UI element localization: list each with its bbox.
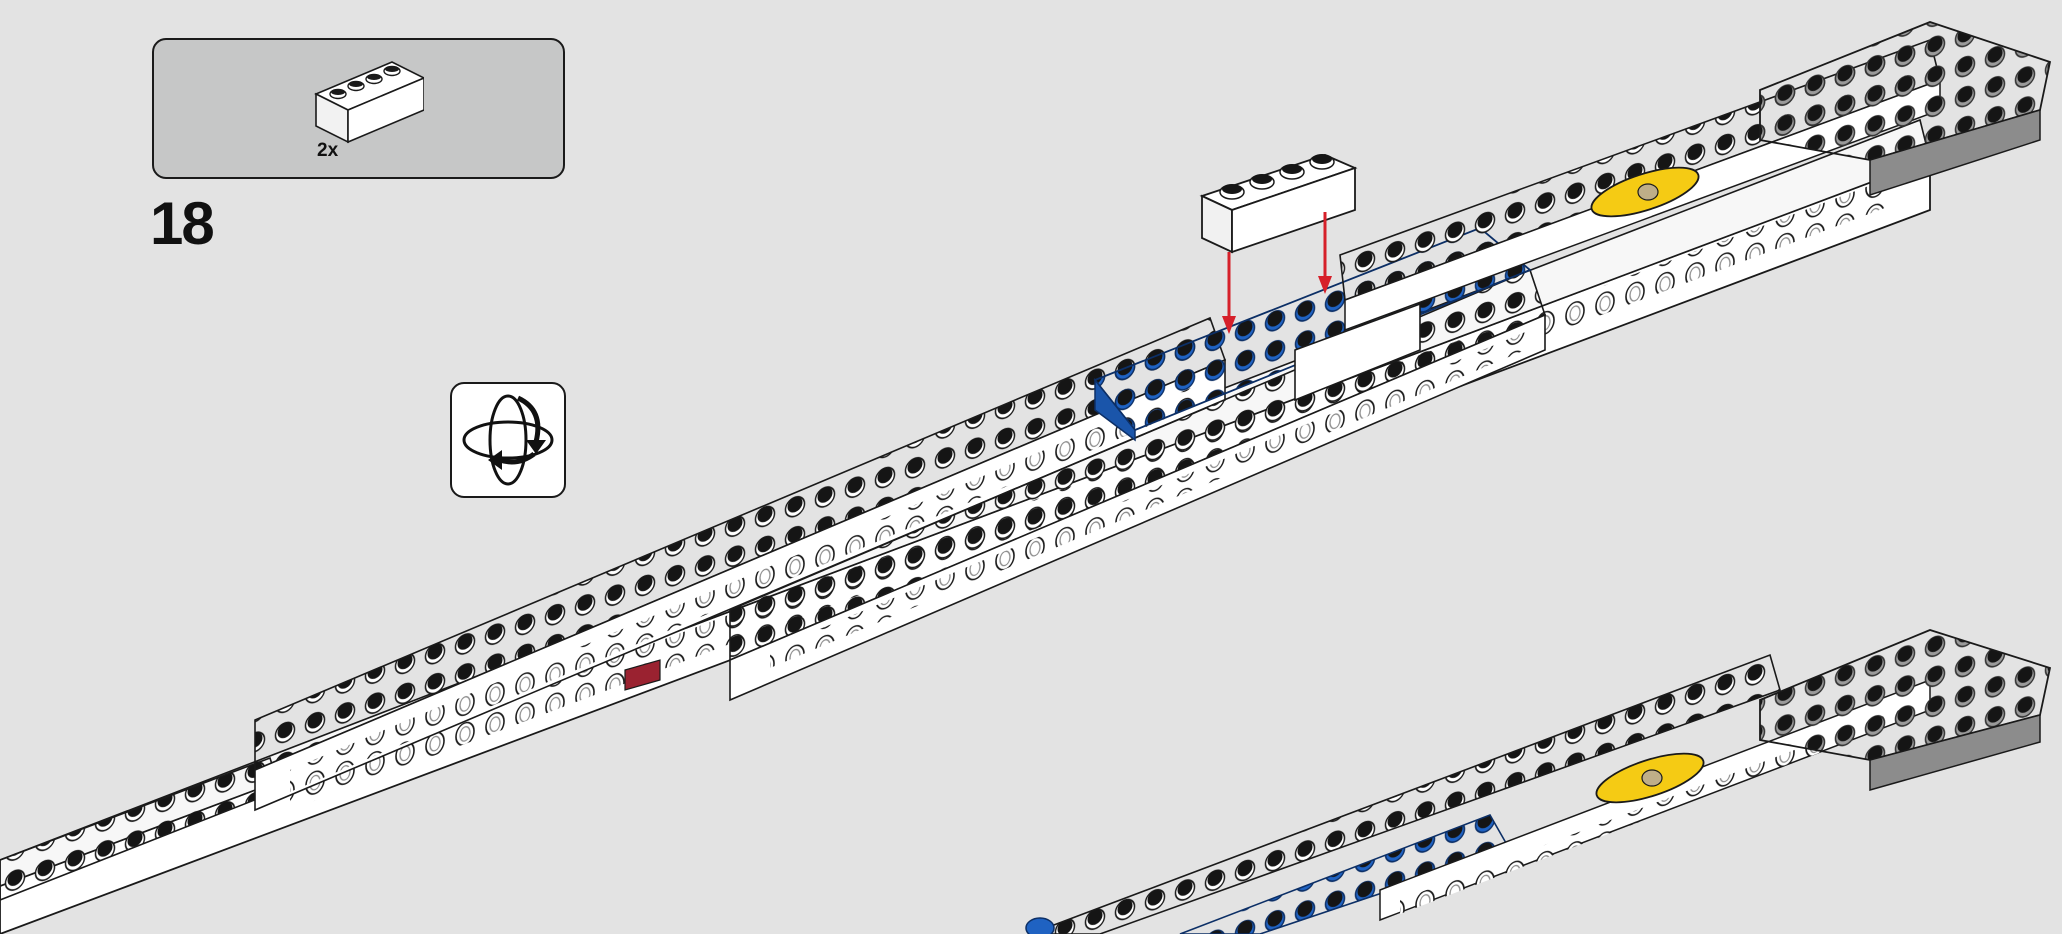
placement-brick xyxy=(1202,154,1355,252)
secondary-assembly xyxy=(1026,630,2050,934)
main-assembly xyxy=(0,22,2050,934)
